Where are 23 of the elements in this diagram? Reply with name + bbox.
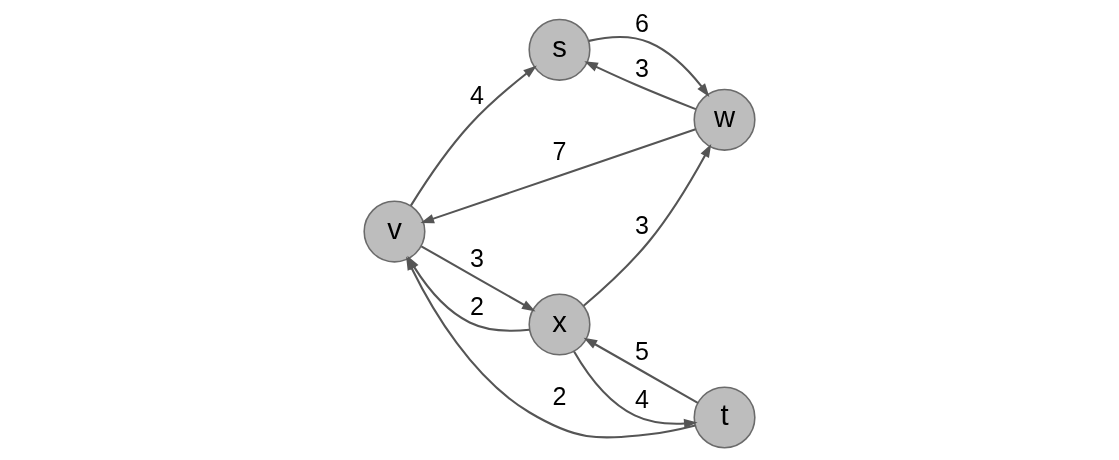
- edge-label: 7: [552, 136, 567, 165]
- edge-label: 3: [470, 244, 484, 273]
- arrow: [588, 36, 710, 97]
- node-circle: s: [528, 18, 591, 81]
- edge-label: 5: [635, 337, 649, 366]
- arrow: [420, 128, 696, 224]
- edge-label: 4: [635, 385, 649, 414]
- node-circle: x: [528, 293, 591, 356]
- arrow: [573, 350, 698, 429]
- node-circle: t: [693, 386, 756, 449]
- arrow: [583, 337, 699, 404]
- arrow: [584, 61, 697, 111]
- arrow: [410, 65, 537, 207]
- edge-label: 2: [552, 382, 567, 411]
- arrow: [583, 143, 712, 307]
- edge-label: 3: [635, 54, 649, 83]
- edge-label: 4: [470, 81, 484, 110]
- node-circle: w: [693, 88, 756, 151]
- edge-label: 2: [470, 292, 484, 321]
- edge-label: 3: [635, 210, 649, 239]
- edge-label: 6: [635, 9, 649, 38]
- node-circle: v: [363, 200, 426, 263]
- arrow: [420, 245, 536, 312]
